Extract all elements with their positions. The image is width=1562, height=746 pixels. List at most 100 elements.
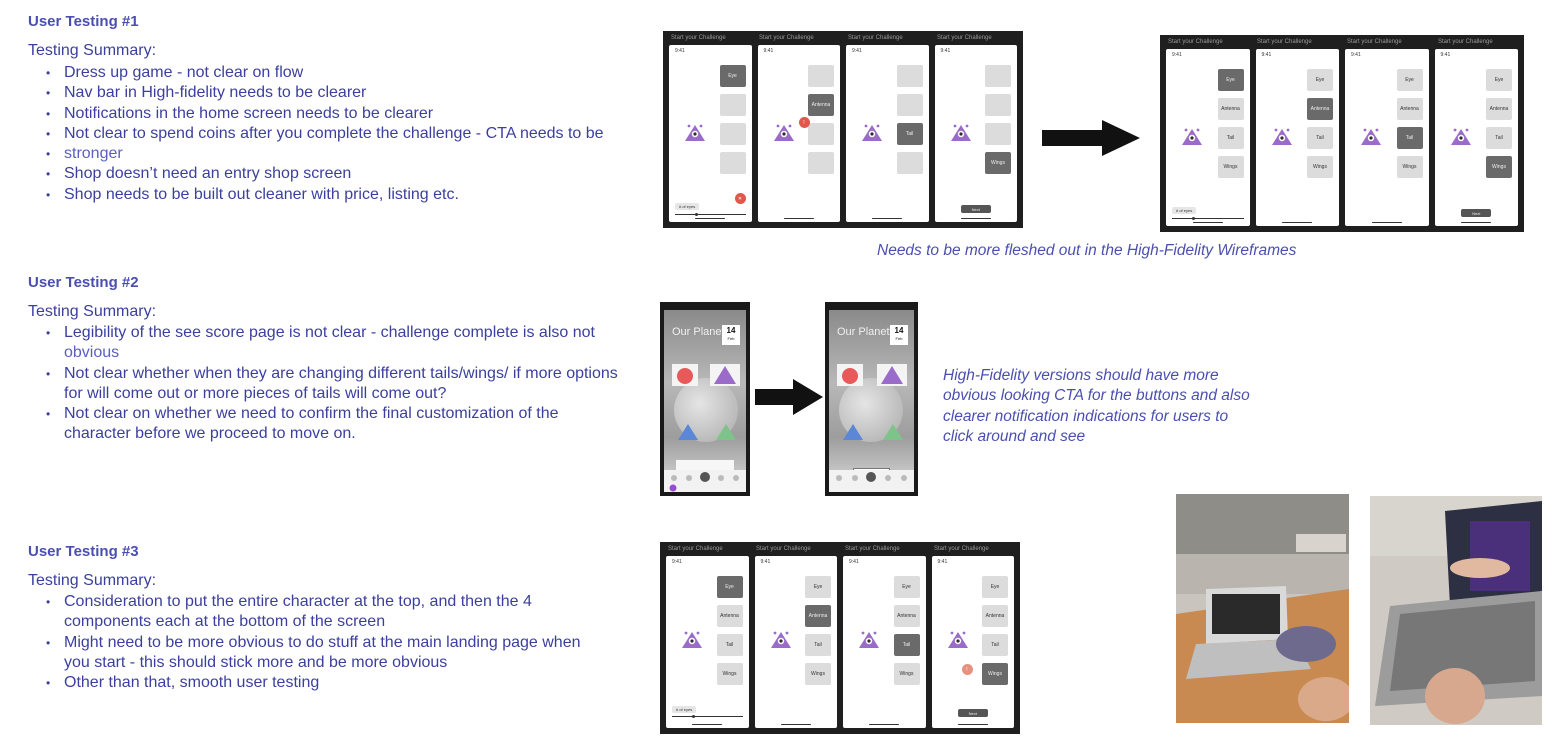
tile-eye[interactable] (985, 65, 1011, 87)
tile-eye[interactable]: Eye (1307, 69, 1333, 91)
date-month: Feb (895, 336, 903, 341)
tile-wings[interactable]: Wings (985, 152, 1011, 174)
tile-wings[interactable]: Wings (1486, 156, 1512, 178)
time: 9:41 (672, 559, 682, 565)
tile-wings[interactable]: Wings (893, 663, 920, 685)
tile-eye[interactable]: Eye (1396, 69, 1423, 91)
wireframe-phone: 9:41 Eye Antenna Tail Wings # of eyes (1166, 49, 1250, 226)
monster-icon (680, 630, 704, 650)
bullet: Notifications in the home screen needs t… (28, 104, 648, 125)
tile-eye[interactable]: Eye (893, 576, 920, 598)
tile-wings[interactable]: Wings (805, 663, 831, 685)
tile-tail[interactable]: Tail (1486, 127, 1512, 149)
bullet: Nav bar in High-fidelity needs to be cle… (28, 83, 648, 104)
wireframe-phone: 9:41 Eye Antenna Tail Wings (1345, 49, 1429, 226)
tile-tail[interactable]: Tail (982, 634, 1008, 656)
tile-wings[interactable]: Wings (1217, 156, 1244, 178)
bullet: Shop needs to be built out cleaner with … (28, 185, 648, 206)
tile-wings[interactable]: Wings (1307, 156, 1333, 178)
section-2-summary-label: Testing Summary: (28, 303, 157, 320)
section-3-summary-label: Testing Summary: (28, 572, 157, 589)
bullet: Legibility of the see score page is not … (28, 323, 658, 344)
tile-antenna[interactable]: Antenna (716, 605, 743, 627)
tile-antenna[interactable] (896, 94, 923, 116)
tile-tail[interactable]: Tail (896, 123, 923, 145)
notification-callout (676, 460, 734, 472)
slider-handle[interactable] (692, 715, 695, 718)
planet-title: Our Planet (672, 326, 725, 338)
slider-handle[interactable] (695, 213, 698, 216)
wireframe-phone: 9:41 Eye Antenna Tail Wings # of eyes (666, 556, 749, 728)
tile-wings[interactable]: Wings (982, 663, 1008, 685)
tile-tail[interactable] (808, 123, 834, 145)
bullet: Shop doesn’t need an entry shop screen (28, 164, 648, 185)
tile-tail[interactable] (719, 123, 746, 145)
tile-tail[interactable]: Tail (1396, 127, 1423, 149)
strip-header: Start your Challenge (759, 35, 814, 41)
section-3-title: User Testing #3 (28, 543, 139, 560)
tile-tail[interactable] (985, 123, 1011, 145)
home-indicator (1461, 221, 1492, 223)
slider-track[interactable] (1172, 218, 1244, 219)
next-button[interactable]: Next (1461, 209, 1492, 217)
slider-handle[interactable] (1192, 217, 1195, 220)
bullet: Not clear to spend coins after you compl… (28, 124, 648, 145)
wireframe-phone: 9:41 Eye Antenna Tail Wings (1255, 49, 1339, 226)
strip-header: Start your Challenge (1438, 39, 1493, 45)
tile-antenna[interactable]: Antenna (1307, 98, 1333, 120)
tile-eye[interactable] (896, 65, 923, 87)
tile-wings[interactable] (719, 152, 746, 174)
notification-dot-icon: ! (798, 117, 810, 128)
date-number: 14 (726, 326, 736, 335)
tile-tail[interactable]: Tail (1217, 127, 1244, 149)
tile-wings[interactable] (896, 152, 923, 174)
next-button[interactable]: Next (957, 709, 988, 717)
section-2-bullets: Legibility of the see score page is not … (28, 323, 658, 445)
bullet-continuation: components each at the bottom of the scr… (64, 613, 386, 631)
tile-antenna[interactable]: Antenna (1486, 98, 1512, 120)
slider-label: # of eyes (675, 203, 700, 210)
bullet: Not clear whether when they are changing… (28, 364, 658, 385)
tile-tail[interactable]: Tail (716, 634, 743, 656)
tile-tail[interactable]: Tail (805, 634, 831, 656)
nav-bar[interactable] (664, 470, 746, 492)
monster-icon (769, 630, 793, 650)
slider-track[interactable] (672, 716, 743, 717)
section-1-bullets: Dress up game - not clear on flow Nav ba… (28, 63, 648, 205)
character-icons (843, 424, 903, 440)
strip-header: Start your Challenge (1347, 39, 1402, 45)
tile-tail[interactable]: Tail (893, 634, 920, 656)
tile-eye[interactable]: Eye (1486, 69, 1512, 91)
tile-antenna[interactable]: Antenna (1396, 98, 1423, 120)
tile-antenna[interactable] (719, 94, 746, 116)
tile-wings[interactable]: Wings (1396, 156, 1423, 178)
bullet-continuation: character before we proceed to move on. (64, 425, 356, 443)
tile-eye[interactable]: Eye (719, 65, 746, 87)
next-button[interactable]: Next (960, 205, 991, 213)
tile-eye[interactable]: Eye (1217, 69, 1244, 91)
tile-antenna[interactable]: Antenna (805, 605, 831, 627)
tile-eye[interactable] (808, 65, 834, 87)
time: 9:41 (1172, 52, 1182, 58)
bullet: Might need to be more obvious to do stuf… (28, 633, 638, 654)
wireframe-phone: 9:41 Antenna ! (757, 45, 840, 222)
slider-track[interactable] (675, 214, 746, 215)
character-icons (837, 364, 907, 386)
tile-wings[interactable]: Wings (716, 663, 743, 685)
tile-eye[interactable]: Eye (805, 576, 831, 598)
tile-antenna[interactable]: Antenna (1217, 98, 1244, 120)
wireframe-strip-3: Start your Challenge Start your Challeng… (660, 542, 1020, 734)
tile-antenna[interactable]: Antenna (893, 605, 920, 627)
tile-antenna[interactable] (985, 94, 1011, 116)
tile-wings[interactable] (808, 152, 834, 174)
nav-bar[interactable] (829, 470, 914, 492)
tile-eye[interactable]: Eye (982, 576, 1008, 598)
tile-antenna[interactable]: Antenna (808, 94, 834, 116)
tile-eye[interactable]: Eye (716, 576, 743, 598)
time: 9:41 (852, 48, 862, 54)
tile-tail[interactable]: Tail (1307, 127, 1333, 149)
monster-icon (1180, 127, 1204, 147)
tile-antenna[interactable]: Antenna (982, 605, 1008, 627)
wireframe-phone: 9:41 Eye Antenna Tail Wings (754, 556, 837, 728)
